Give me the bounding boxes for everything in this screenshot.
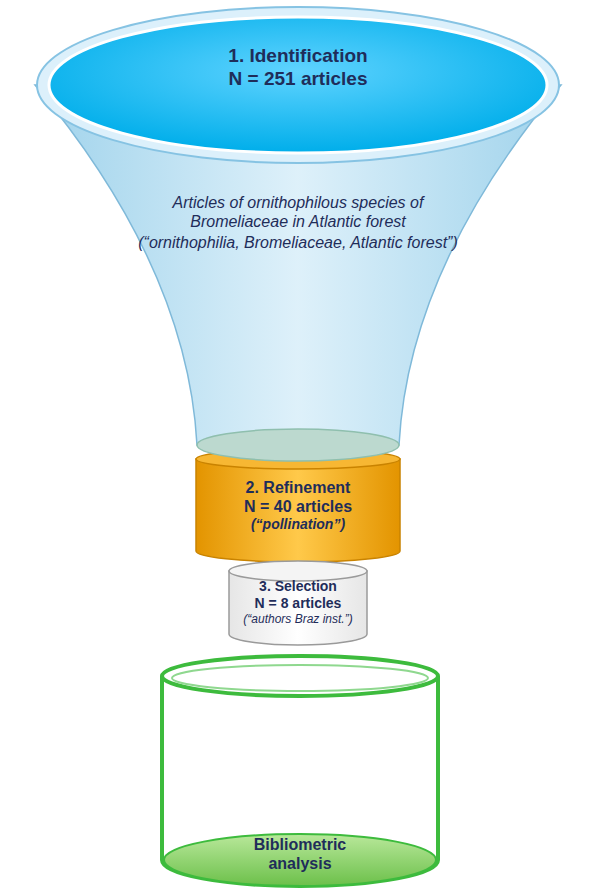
beaker-wall bbox=[162, 676, 438, 886]
refinement-cylinder: 2. RefinementN = 40 articles(“pollinatio… bbox=[195, 448, 401, 563]
text-area: 2. RefinementN = 40 articles(“pollinatio… bbox=[203, 478, 393, 533]
node-heading: Bibliometric analysis bbox=[225, 835, 375, 873]
cylinder-body bbox=[229, 571, 367, 645]
cylinder-body bbox=[196, 459, 400, 562]
node-text: N = 40 articles bbox=[244, 497, 352, 516]
analysis-beaker-outline bbox=[158, 652, 442, 890]
selection-cylinder: 3. SelectionN = 8 articles(“authors Braz… bbox=[228, 560, 368, 646]
identification-ellipse: 1. IdentificationN = 251 articles bbox=[35, 5, 561, 165]
node-text: (“ornithophilia, Bromeliaceae, Atlantic … bbox=[138, 233, 458, 252]
node-text: N = 8 articles bbox=[255, 595, 342, 612]
node-heading: 3. Selection bbox=[259, 578, 337, 595]
funnel-spout bbox=[197, 429, 399, 461]
funnel-rim bbox=[37, 7, 559, 163]
node-text: (“pollination”) bbox=[251, 516, 345, 533]
node-heading: 1. Identification bbox=[228, 45, 367, 68]
funnel-body bbox=[35, 85, 561, 445]
node-heading: 2. Refinement bbox=[246, 478, 351, 497]
node-text: N = 251 articles bbox=[229, 68, 368, 91]
analysis-beaker: Bibliometric analysis bbox=[158, 652, 442, 890]
beaker-rim bbox=[162, 656, 438, 696]
cylinder-top bbox=[196, 449, 400, 469]
funnel-opening bbox=[49, 17, 547, 153]
text-area: 3. SelectionN = 8 articles(“authors Braz… bbox=[230, 578, 366, 626]
node-heading: Articles of ornithophilous species of Br… bbox=[133, 193, 463, 231]
beaker-liquid bbox=[164, 834, 436, 886]
text-area: 1. IdentificationN = 251 articles bbox=[138, 45, 458, 91]
node-text: (“authors Braz inst.”) bbox=[243, 612, 352, 626]
text-area: Bibliometric analysis bbox=[225, 835, 375, 873]
text-area: Articles of ornithophilous species of Br… bbox=[133, 193, 463, 253]
beaker-inner-rim bbox=[172, 665, 428, 691]
